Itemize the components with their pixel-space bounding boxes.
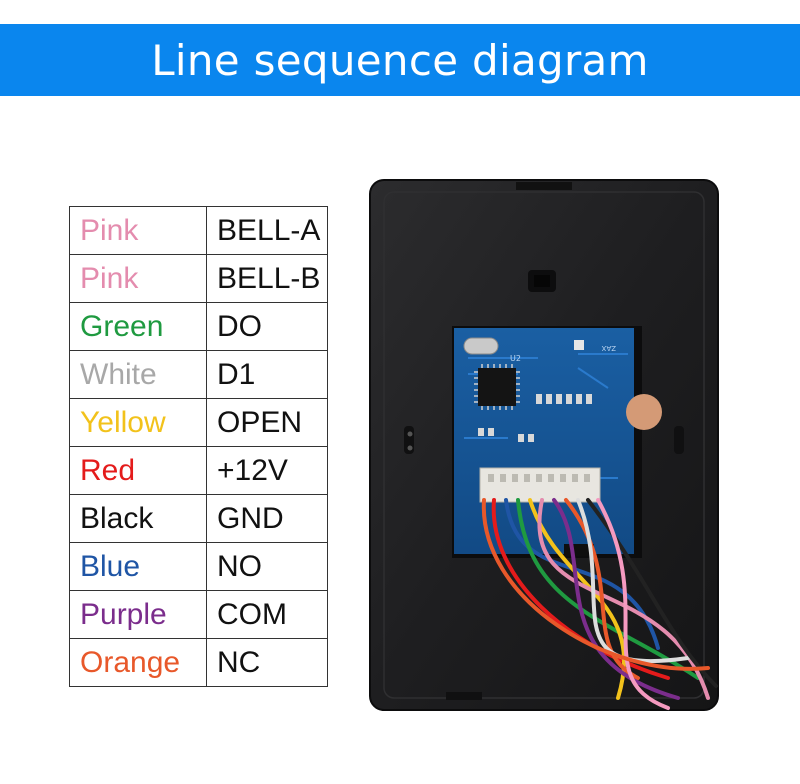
table-row: Blue NO: [69, 542, 328, 591]
table-row: Red +12V: [69, 446, 328, 495]
wire-signal-label: DO: [206, 302, 328, 351]
wire-color-label: Pink: [69, 254, 207, 303]
table-row: Black GND: [69, 494, 328, 543]
wire-signal-label: OPEN: [206, 398, 328, 447]
table-row: Orange NC: [69, 638, 328, 687]
table-row: Pink BELL-A: [69, 206, 328, 255]
wire-color-table: Pink BELL-A Pink BELL-B Green DO White D…: [69, 206, 328, 687]
pcb-chip-label: U2: [510, 354, 521, 363]
wire-color-label: Yellow: [69, 398, 207, 447]
wire-signal-label: GND: [206, 494, 328, 543]
table-row: Green DO: [69, 302, 328, 351]
wire-color-label: White: [69, 350, 207, 399]
pcb-connector-label: ZAX: [601, 344, 616, 352]
card-reader-device-illustration: U2 ZAX: [369, 179, 719, 711]
wire-signal-label: COM: [206, 590, 328, 639]
wire-connector: [479, 467, 601, 503]
wire-signal-label: NC: [206, 638, 328, 687]
page-title: Line sequence diagram: [151, 35, 649, 85]
wire-color-label: Black: [69, 494, 207, 543]
wire-bundle: [481, 498, 718, 710]
header-banner: Line sequence diagram: [0, 24, 800, 96]
wire-color-label: Green: [69, 302, 207, 351]
wire-signal-label: NO: [206, 542, 328, 591]
table-row: Pink BELL-B: [69, 254, 328, 303]
wire-color-label: Pink: [69, 206, 207, 255]
wire-signal-label: D1: [206, 350, 328, 399]
wire-signal-label: BELL-A: [206, 206, 328, 255]
wire-color-label: Purple: [69, 590, 207, 639]
table-row: Purple COM: [69, 590, 328, 639]
wire-signal-label: BELL-B: [206, 254, 328, 303]
wire-color-label: Blue: [69, 542, 207, 591]
wire-color-label: Orange: [69, 638, 207, 687]
table-row: White D1: [69, 350, 328, 399]
table-row: Yellow OPEN: [69, 398, 328, 447]
wire-color-label: Red: [69, 446, 207, 495]
mcu-chip: [478, 368, 516, 406]
wire-signal-label: +12V: [206, 446, 328, 495]
